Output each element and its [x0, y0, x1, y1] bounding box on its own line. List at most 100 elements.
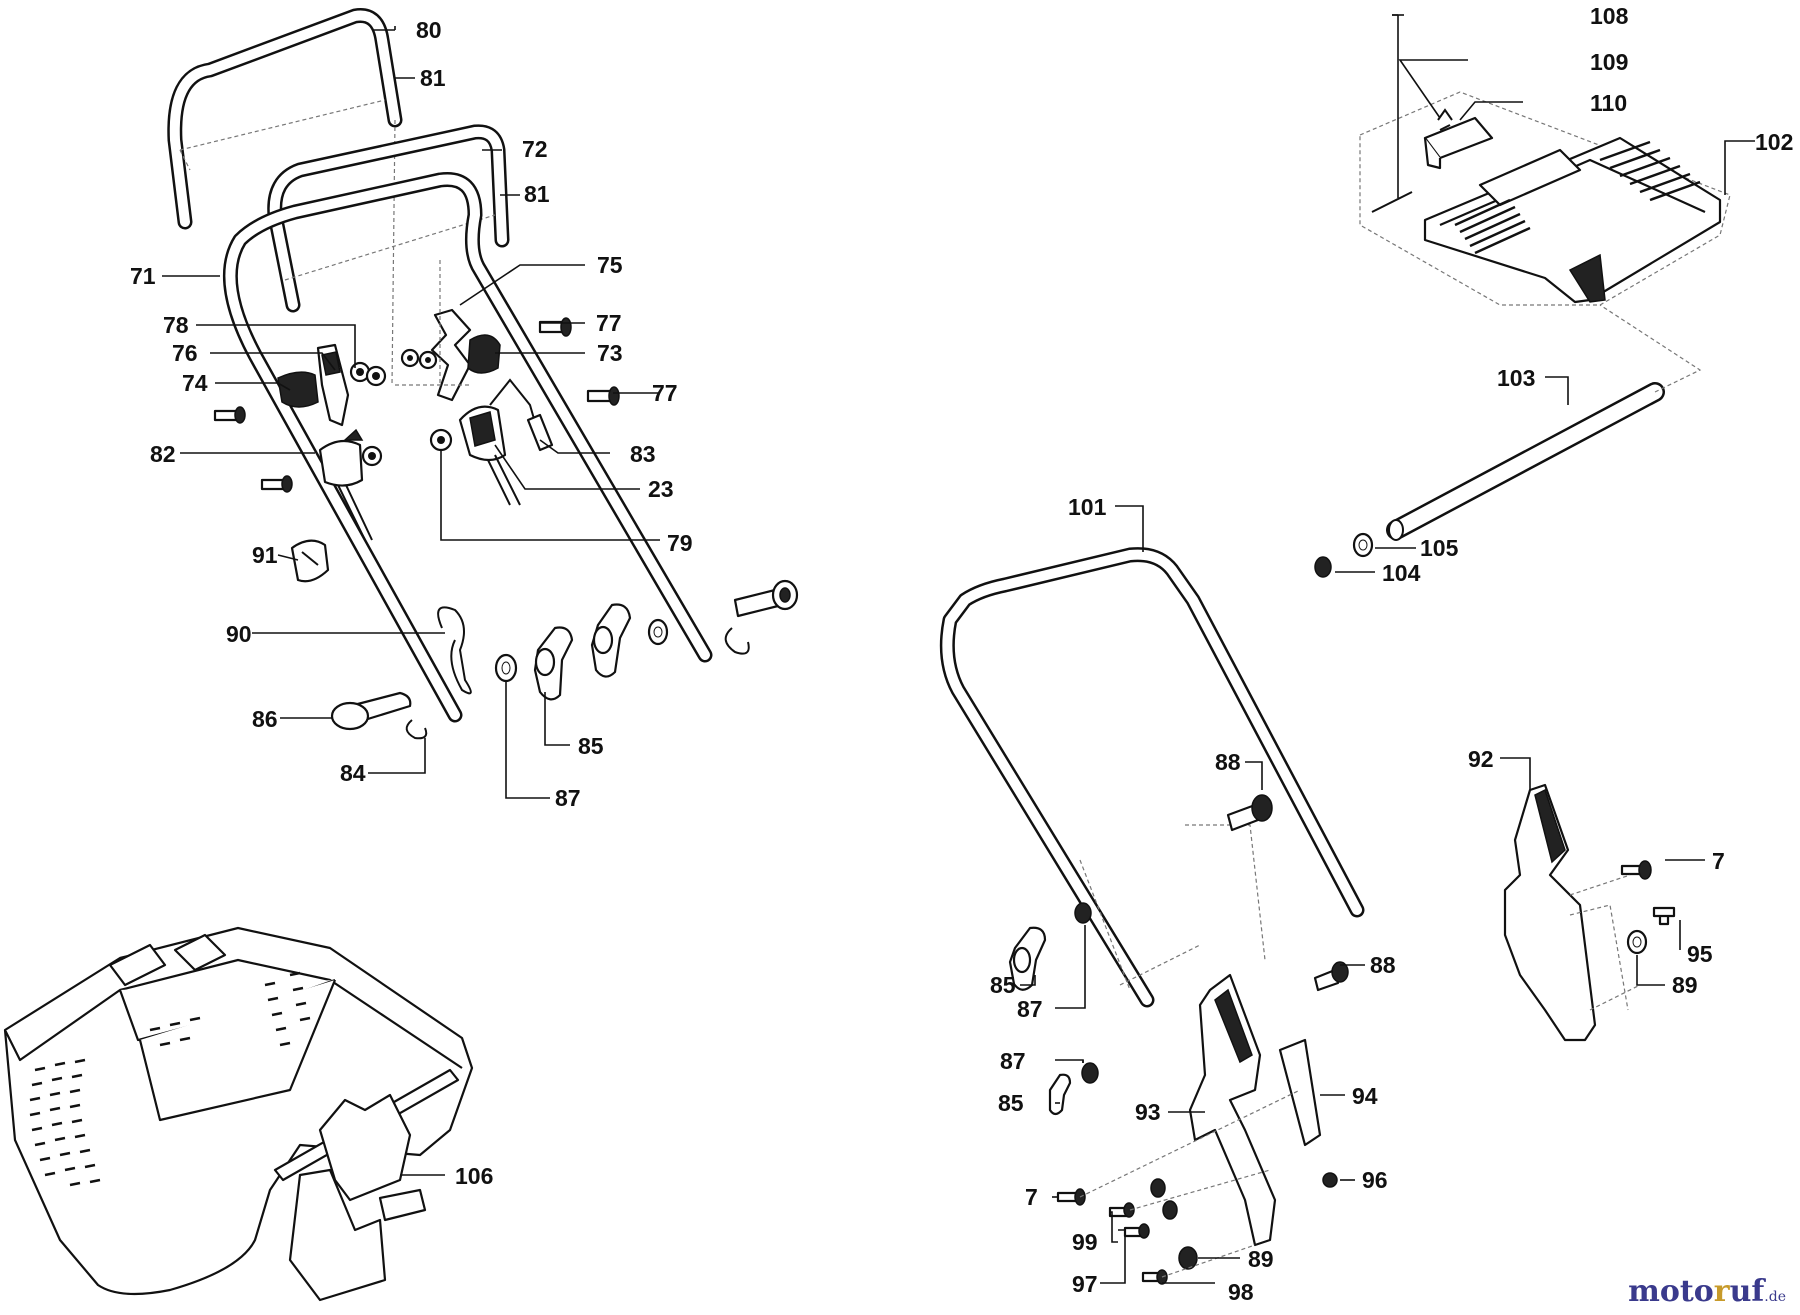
callout-87-left: 87 — [555, 785, 581, 811]
watermark-part-1: moto — [1628, 1274, 1714, 1309]
callout-109: 109 — [1590, 49, 1628, 75]
bracket-92 — [1503, 783, 1597, 1042]
callout-80: 80 — [416, 17, 442, 43]
throttle-lever-23 — [458, 378, 541, 506]
callout-98: 98 — [1228, 1279, 1254, 1305]
latch-110 — [1423, 116, 1494, 170]
washer-right — [647, 618, 669, 646]
callout-23: 23 — [648, 476, 674, 502]
washer-87-right — [1074, 902, 1092, 924]
callout-108: 108 — [1590, 3, 1629, 29]
callout-82: 82 — [150, 441, 176, 467]
bolt-97 — [1123, 1223, 1150, 1239]
leader-lines — [162, 14, 1755, 1284]
bolt-right — [733, 579, 799, 618]
callout-81-top: 81 — [420, 65, 446, 91]
callout-110: 110 — [1590, 90, 1627, 116]
callout-7-right: 7 — [1712, 848, 1725, 874]
callout-7-lower: 7 — [1025, 1184, 1038, 1210]
spring-clip-90 — [437, 606, 472, 695]
callout-89-right: 89 — [1672, 972, 1698, 998]
watermark-part-3: uf — [1729, 1274, 1765, 1309]
pin-86 — [330, 691, 412, 731]
callout-79: 79 — [667, 530, 693, 556]
callout-97: 97 — [1072, 1271, 1098, 1297]
clamp-lever-76 — [316, 343, 350, 427]
callout-77-lower: 77 — [652, 380, 678, 406]
callout-88-upper: 88 — [1215, 749, 1241, 775]
callout-87-mid: 87 — [1017, 996, 1043, 1022]
nut-96 — [1322, 1172, 1338, 1188]
callout-105: 105 — [1420, 535, 1459, 561]
watermark-tld: .de — [1764, 1289, 1786, 1305]
upper-handle-72 — [267, 124, 510, 313]
knob-74 — [277, 371, 319, 408]
bracket-93 — [1188, 973, 1277, 1247]
callout-101: 101 — [1068, 494, 1107, 520]
bolt-77-upper — [538, 317, 572, 337]
washer-105 — [1352, 532, 1374, 558]
washer-89-right — [1626, 929, 1648, 955]
rod-103 — [1386, 382, 1665, 541]
grass-catcher-106 — [3, 926, 474, 1302]
callout-83: 83 — [630, 441, 656, 467]
callout-95: 95 — [1687, 941, 1713, 967]
star-knob-85-b — [590, 603, 632, 678]
callout-93: 93 — [1135, 1099, 1161, 1125]
callout-104: 104 — [1382, 560, 1421, 586]
bolt-88-upper — [1226, 794, 1273, 832]
callout-85-mid: 85 — [990, 972, 1016, 998]
cable-clamp-82 — [318, 428, 383, 541]
bolt-95 — [1652, 906, 1676, 926]
lid-102 — [1423, 136, 1722, 304]
knob-73 — [467, 334, 501, 374]
callout-91: 91 — [252, 542, 278, 568]
callout-92: 92 — [1468, 746, 1494, 772]
callout-94: 94 — [1352, 1083, 1378, 1109]
callout-78: 78 — [163, 312, 189, 338]
callout-86: 86 — [252, 706, 278, 732]
callout-85-left: 85 — [578, 733, 604, 759]
handle-101 — [939, 547, 1365, 1008]
star-knob-85-right — [1008, 926, 1047, 991]
callout-73: 73 — [597, 340, 623, 366]
clip-84 — [405, 719, 428, 740]
callout-74: 74 — [182, 370, 208, 396]
cap-104 — [1314, 556, 1332, 578]
callout-89-lower: 89 — [1248, 1246, 1274, 1272]
clip-91 — [290, 539, 330, 583]
callout-103: 103 — [1497, 365, 1535, 391]
clip-right — [724, 627, 750, 655]
plate-94 — [1278, 1038, 1322, 1147]
lower-handle-71 — [222, 171, 713, 723]
callout-87-low: 87 — [1000, 1048, 1026, 1074]
callout-88-lower: 88 — [1370, 952, 1396, 978]
star-knob-85-a — [533, 626, 574, 701]
callout-75: 75 — [597, 252, 623, 278]
callout-76: 76 — [172, 340, 198, 366]
callout-81-mid: 81 — [524, 181, 550, 207]
washers-89-lower — [1150, 1178, 1198, 1270]
motoruf-watermark: motoruf.de — [1628, 1274, 1786, 1309]
bolt-7-right — [1620, 860, 1652, 880]
star-knob-85-lower — [1048, 1073, 1072, 1116]
clamp-lever-75 — [400, 308, 472, 402]
washer-87 — [494, 653, 518, 683]
callout-99: 99 — [1072, 1229, 1098, 1255]
washer-87-lower — [1081, 1062, 1099, 1084]
spring-109 — [1437, 108, 1453, 131]
callout-106: 106 — [455, 1163, 493, 1189]
callout-96: 96 — [1362, 1167, 1388, 1193]
bolt-77-lower — [586, 386, 620, 406]
callout-labels: 80 81 72 81 71 75 78 77 76 73 74 77 82 8… — [130, 3, 1793, 1305]
callout-90: 90 — [226, 621, 252, 647]
callout-102: 102 — [1755, 129, 1793, 155]
bolt-left-lower — [260, 475, 293, 493]
bolt-88-lower — [1313, 961, 1349, 992]
washer-78 — [349, 361, 387, 387]
pin-108 — [1371, 191, 1413, 213]
watermark-part-2: r — [1713, 1274, 1730, 1309]
callout-85-low: 85 — [998, 1090, 1024, 1116]
callout-71: 71 — [130, 263, 156, 289]
